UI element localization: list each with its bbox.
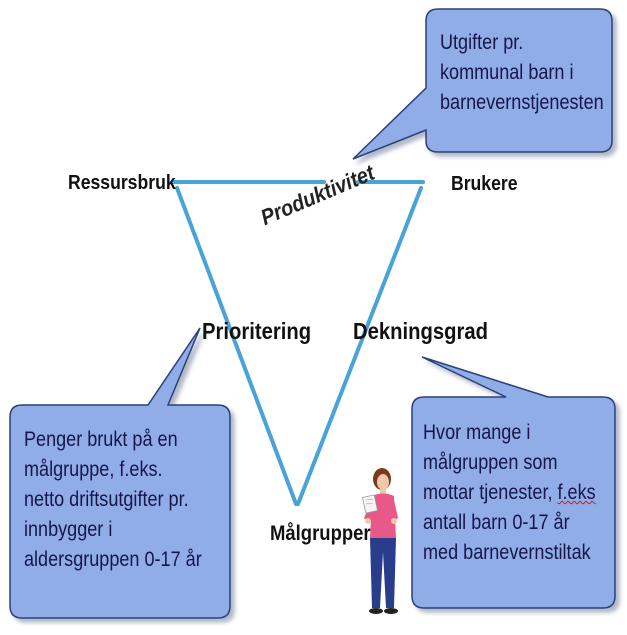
callout-bottom-left xyxy=(9,327,231,619)
callout-line: med barnevernstiltak xyxy=(423,541,591,564)
callout-bottom-right xyxy=(411,356,616,609)
woman-reading-document-icon xyxy=(361,468,398,614)
callout-top-right-text: Utgifter pr. kommunal barn i barnevernst… xyxy=(440,28,604,118)
callout-top-right xyxy=(352,8,613,160)
callout-bottom-left-text: Penger brukt på en målgruppe, f.eks. net… xyxy=(24,425,202,575)
node-malgrupper: Målgrupper xyxy=(270,522,371,545)
callout-line: antall barn 0-17 år xyxy=(423,511,570,534)
callout-line: målgruppen som xyxy=(423,451,558,474)
triangle xyxy=(171,180,425,506)
edge-label-prioritering: Prioritering xyxy=(202,318,312,344)
triangle-edge-left xyxy=(175,186,298,506)
callout-line: kommunal barn i xyxy=(440,61,574,84)
callout-line: Hvor mange i xyxy=(423,421,531,444)
spellcheck-underline: f.eks xyxy=(557,481,596,504)
callout-line: mottar tjenester, f.eks xyxy=(423,481,596,504)
callout-line: netto driftsutgifter pr. xyxy=(24,488,189,511)
callout-line: Utgifter pr. xyxy=(440,31,524,54)
node-ressursbruk: Ressursbruk xyxy=(68,172,176,194)
callout-line: barnevernstjenesten xyxy=(440,91,604,114)
edge-label-dekningsgrad: Dekningsgrad xyxy=(353,318,488,344)
callout-line: innbygger i xyxy=(24,518,113,541)
callout-line: Penger brukt på en xyxy=(24,428,178,451)
triangle-edge-right xyxy=(296,186,423,506)
callout-line: aldersgruppen 0-17 år xyxy=(24,548,202,571)
node-brukere: Brukere xyxy=(451,173,518,195)
callout-line: målgruppe, f.eks. xyxy=(24,458,163,481)
callout-bottom-right-text: Hvor mange i målgruppen som mottar tjene… xyxy=(423,418,596,568)
